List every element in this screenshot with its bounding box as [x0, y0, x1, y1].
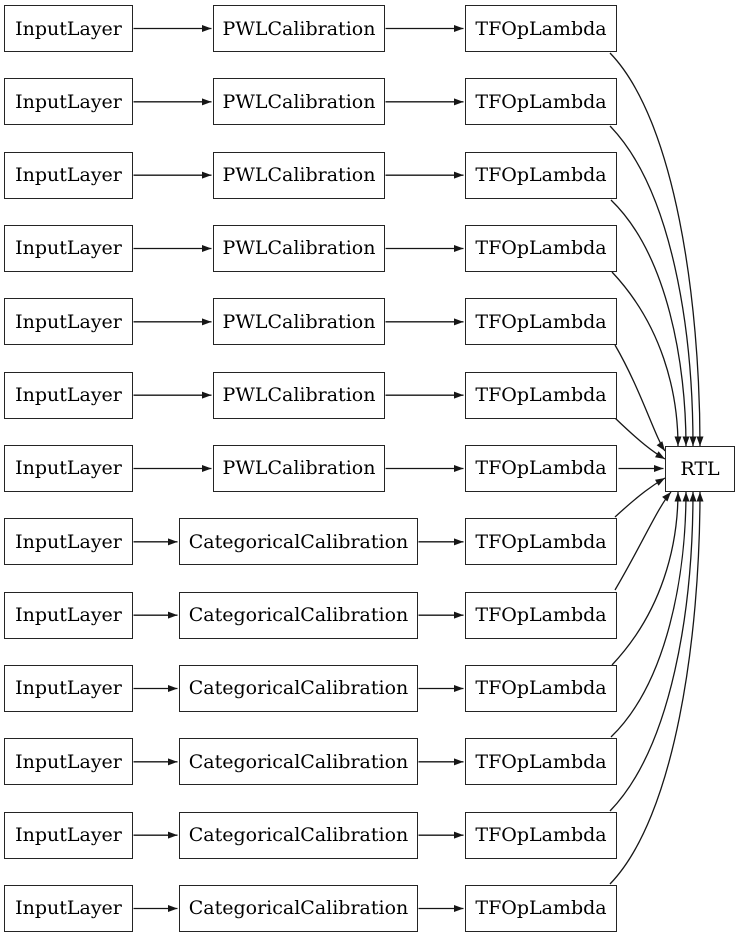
edge-arrow — [609, 52, 704, 447]
edge-arrow — [610, 199, 690, 447]
node-tfop-lambda: TFOpLambda — [465, 884, 617, 932]
node-input-layer: InputLayer — [4, 811, 133, 859]
node-tfop-lambda: TFOpLambda — [465, 371, 617, 419]
edge-arrow — [614, 344, 666, 452]
node-input-layer: InputLayer — [4, 224, 133, 272]
node-pwl-calibration: PWLCalibration — [213, 444, 385, 492]
edge-arrow — [609, 125, 697, 447]
node-tfop-lambda: TFOpLambda — [465, 5, 617, 52]
node-tfop-lambda: TFOpLambda — [465, 811, 617, 859]
node-categorical-calibration: CategoricalCalibration — [179, 884, 418, 932]
node-pwl-calibration: PWLCalibration — [213, 151, 385, 199]
node-input-layer: InputLayer — [4, 371, 133, 419]
node-input-layer: InputLayer — [4, 664, 133, 712]
node-categorical-calibration: CategoricalCalibration — [179, 518, 418, 566]
edge-arrow — [611, 271, 682, 447]
node-input-layer: InputLayer — [4, 78, 133, 126]
node-categorical-calibration: CategoricalCalibration — [179, 811, 418, 859]
edge-arrow — [614, 477, 666, 518]
node-rtl: RTL — [665, 446, 735, 492]
edge-arrow — [609, 491, 704, 885]
node-input-layer: InputLayer — [4, 591, 133, 639]
node-tfop-lambda: TFOpLambda — [465, 78, 617, 126]
node-tfop-lambda: TFOpLambda — [465, 518, 617, 566]
node-input-layer: InputLayer — [4, 298, 133, 346]
node-pwl-calibration: PWLCalibration — [213, 298, 385, 346]
node-input-layer: InputLayer — [4, 518, 133, 566]
node-input-layer: InputLayer — [4, 151, 133, 199]
node-tfop-lambda: TFOpLambda — [465, 224, 617, 272]
node-categorical-calibration: CategoricalCalibration — [179, 664, 418, 712]
node-tfop-lambda: TFOpLambda — [465, 298, 617, 346]
node-input-layer: InputLayer — [4, 884, 133, 932]
node-input-layer: InputLayer — [4, 5, 133, 52]
node-tfop-lambda: TFOpLambda — [465, 444, 617, 492]
node-pwl-calibration: PWLCalibration — [213, 224, 385, 272]
edge-arrow — [609, 491, 697, 812]
edge-arrow — [611, 491, 682, 666]
node-tfop-lambda: TFOpLambda — [465, 664, 617, 712]
edge-arrow — [614, 491, 672, 591]
node-categorical-calibration: CategoricalCalibration — [179, 738, 418, 786]
node-tfop-lambda: TFOpLambda — [465, 738, 617, 786]
node-tfop-lambda: TFOpLambda — [465, 151, 617, 199]
node-input-layer: InputLayer — [4, 444, 133, 492]
edge-arrow — [610, 491, 690, 738]
node-pwl-calibration: PWLCalibration — [213, 78, 385, 126]
node-tfop-lambda: TFOpLambda — [465, 591, 617, 639]
edge-arrow — [614, 417, 666, 460]
node-pwl-calibration: PWLCalibration — [213, 5, 385, 52]
node-categorical-calibration: CategoricalCalibration — [179, 591, 418, 639]
node-input-layer: InputLayer — [4, 738, 133, 786]
node-pwl-calibration: PWLCalibration — [213, 371, 385, 419]
